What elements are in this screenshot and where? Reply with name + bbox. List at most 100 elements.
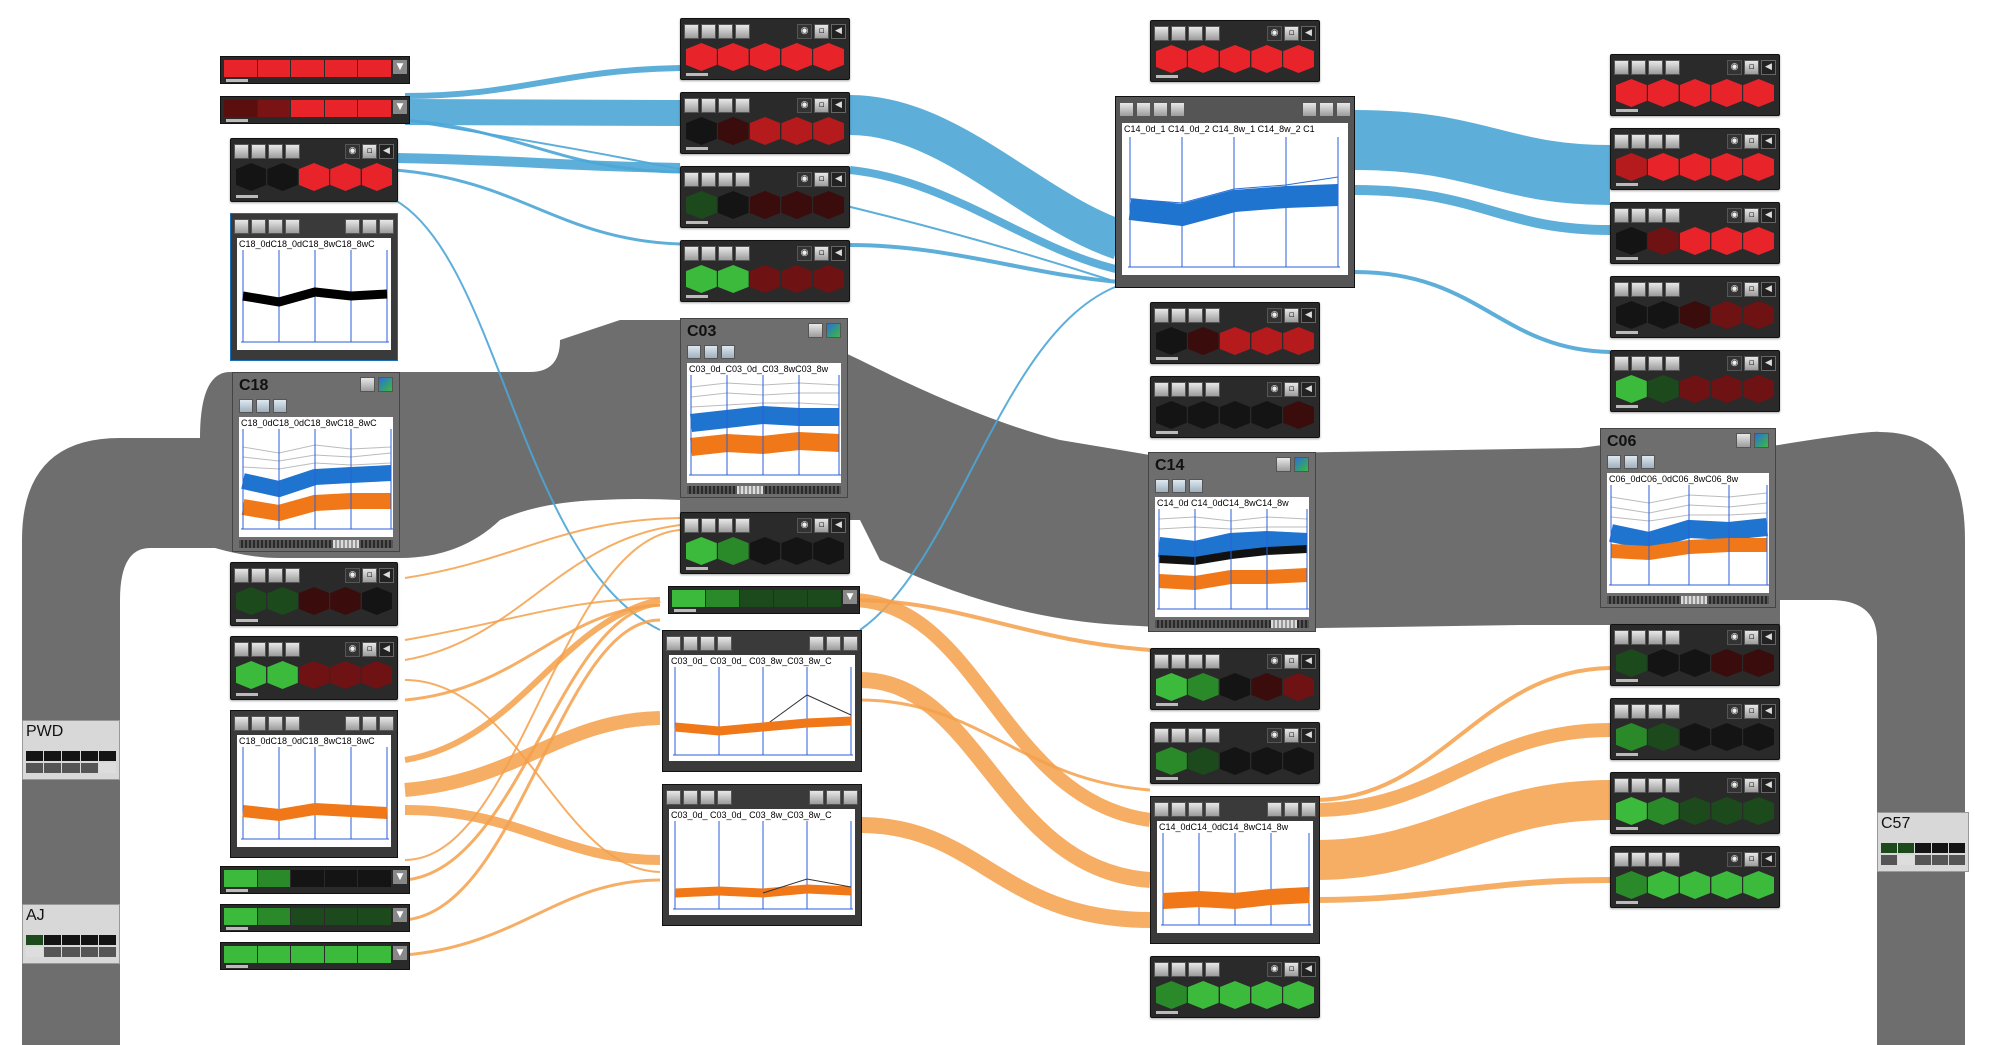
plot-node-c14-blue[interactable]: C14_0d_1 C14_0d_2 C14_8w_1 C14_8w_2 C1 (1115, 96, 1355, 288)
save-icon[interactable]: ▫ (814, 23, 829, 39)
table-icon[interactable] (1665, 703, 1680, 719)
hierarchy-icon[interactable] (701, 97, 716, 113)
chart-icon[interactable] (684, 97, 699, 113)
save-icon[interactable]: ▫ (814, 245, 829, 261)
hierarchy-icon[interactable] (1171, 961, 1186, 977)
table-icon[interactable] (1665, 629, 1680, 645)
group-c14[interactable]: C14 C14_0d C14_0dC14_8wC14_8w (1148, 452, 1316, 632)
list-icon[interactable] (256, 399, 270, 413)
pathway-node[interactable]: ◉▫◀ (680, 18, 850, 80)
collapse-arrow-icon[interactable]: ◀ (1761, 629, 1776, 645)
scrollbar-thumb[interactable] (333, 540, 359, 548)
list-icon[interactable] (268, 641, 283, 657)
collapse-arrow-icon[interactable]: ◀ (1761, 207, 1776, 223)
chart-icon[interactable] (1154, 307, 1169, 323)
hierarchy-icon[interactable] (701, 517, 716, 533)
list-icon[interactable] (1188, 25, 1203, 41)
save-icon[interactable] (1284, 801, 1299, 817)
chart-icon[interactable] (1614, 281, 1629, 297)
hierarchy-icon[interactable] (1631, 133, 1646, 149)
chart-icon[interactable] (1614, 133, 1629, 149)
circle-icon[interactable]: ◉ (1727, 281, 1742, 297)
dropdown-arrow-icon[interactable]: ▼ (393, 908, 407, 922)
save-icon[interactable]: ▫ (1284, 307, 1299, 323)
leaf-c57[interactable]: C57 (1877, 812, 1969, 872)
hierarchy-icon[interactable] (251, 715, 266, 731)
table-icon[interactable] (1205, 727, 1220, 743)
chart-icon[interactable] (234, 218, 249, 234)
dropdown-arrow-icon[interactable]: ▼ (393, 946, 407, 960)
hierarchy-icon[interactable] (1631, 355, 1646, 371)
table-icon[interactable] (721, 345, 735, 359)
collapse-arrow-icon[interactable]: ◀ (1761, 59, 1776, 75)
save-icon[interactable]: ▫ (362, 143, 377, 159)
save-icon[interactable] (826, 635, 841, 651)
table-icon[interactable] (1189, 479, 1203, 493)
circle-icon[interactable]: ◉ (1727, 703, 1742, 719)
circle-icon[interactable]: ◉ (1267, 961, 1282, 977)
hierarchy-icon[interactable] (1171, 653, 1186, 669)
table-icon[interactable] (717, 635, 732, 651)
collapse-arrow-icon[interactable]: ◀ (831, 97, 846, 113)
hierarchy-icon[interactable] (1171, 25, 1186, 41)
chart-icon[interactable] (1154, 727, 1169, 743)
scrollbar-thumb[interactable] (737, 486, 763, 494)
hierarchy-icon[interactable] (1171, 307, 1186, 323)
collapse-arrow-icon[interactable]: ◀ (1761, 133, 1776, 149)
pathway-node[interactable]: ◉▫◀ (1150, 302, 1320, 364)
pathway-node[interactable]: ◉▫◀ (1150, 376, 1320, 438)
hierarchy-icon[interactable] (251, 641, 266, 657)
pathway-node[interactable]: ◉▫◀ (1610, 276, 1780, 338)
table-icon[interactable] (1205, 801, 1220, 817)
chart-icon[interactable] (1154, 381, 1169, 397)
pathway-node[interactable]: ◉▫◀ (1150, 722, 1320, 784)
collapse-arrow-icon[interactable]: ◀ (831, 517, 846, 533)
collapse-arrow-icon[interactable]: ◀ (1301, 381, 1316, 397)
save-icon[interactable]: ▫ (1284, 961, 1299, 977)
list-icon[interactable] (718, 517, 733, 533)
save-icon[interactable] (1319, 101, 1334, 117)
plot-node-c18-orange[interactable]: C18_0dC18_0dC18_8wC18_8wC (230, 710, 398, 858)
color-map-icon[interactable] (378, 377, 393, 392)
hierarchy-icon[interactable] (1631, 851, 1646, 867)
table-icon[interactable] (1205, 25, 1220, 41)
table-icon[interactable] (1205, 307, 1220, 323)
circle-icon[interactable]: ◉ (1267, 25, 1282, 41)
save-icon[interactable] (362, 218, 377, 234)
chart-icon[interactable] (684, 23, 699, 39)
hierarchy-icon[interactable] (701, 23, 716, 39)
collapse-arrow-icon[interactable] (1336, 101, 1351, 117)
list-icon[interactable] (1648, 629, 1663, 645)
save-icon[interactable]: ▫ (1284, 381, 1299, 397)
leaf-aj[interactable]: AJ (22, 904, 120, 964)
collapse-arrow-icon[interactable]: ◀ (1301, 727, 1316, 743)
hierarchy-icon[interactable] (1171, 727, 1186, 743)
table-icon[interactable] (1665, 281, 1680, 297)
circle-icon[interactable]: ◉ (1267, 727, 1282, 743)
list-icon[interactable] (704, 345, 718, 359)
table-icon[interactable] (1665, 207, 1680, 223)
list-icon[interactable] (268, 218, 283, 234)
list-icon[interactable] (1648, 851, 1663, 867)
hierarchy-icon[interactable] (1171, 381, 1186, 397)
circle-icon[interactable]: ◉ (1727, 777, 1742, 793)
dropdown-arrow-icon[interactable]: ▼ (393, 870, 407, 884)
circle-icon[interactable]: ◉ (345, 567, 360, 583)
table-icon[interactable] (1205, 653, 1220, 669)
table-icon[interactable] (285, 715, 300, 731)
list-icon[interactable] (1648, 59, 1663, 75)
table-icon[interactable] (1641, 455, 1655, 469)
collapse-arrow-icon[interactable]: ◀ (1301, 25, 1316, 41)
dropdown-arrow-icon[interactable]: ▼ (843, 590, 857, 604)
collapse-arrow-icon[interactable]: ◀ (1761, 281, 1776, 297)
table-icon[interactable] (285, 143, 300, 159)
list-icon[interactable] (1172, 479, 1186, 493)
table-icon[interactable] (1170, 101, 1185, 117)
table-icon[interactable] (735, 517, 750, 533)
chart-icon[interactable] (684, 517, 699, 533)
circle-icon[interactable] (1267, 801, 1282, 817)
table-icon[interactable] (1665, 59, 1680, 75)
dark-red-profile-strip[interactable]: ▼ (220, 96, 410, 124)
hierarchy-icon[interactable] (1631, 281, 1646, 297)
chart-icon[interactable] (1154, 653, 1169, 669)
